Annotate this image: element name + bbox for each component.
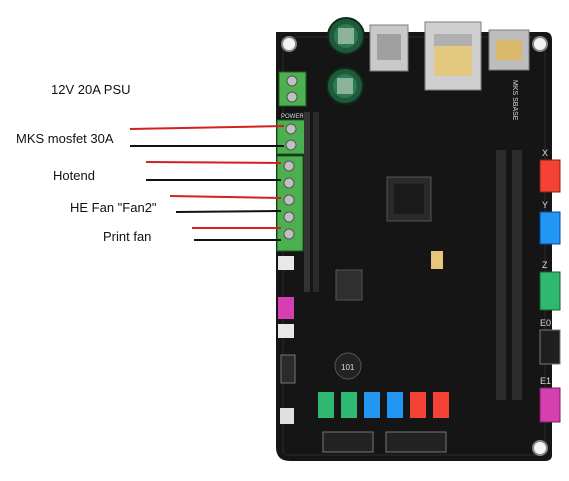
axis-label-y: Y	[542, 200, 548, 210]
mosfet-label: MKS mosfet 30A	[16, 131, 114, 146]
mounting-hole	[281, 36, 297, 52]
motor-connector-e0	[539, 329, 561, 365]
board-name: MKS SBASE	[511, 80, 518, 121]
motor-connector-e1	[539, 387, 561, 423]
motor-connector-x	[539, 159, 561, 193]
hotend-label: Hotend	[53, 168, 95, 183]
chip-label: 101	[341, 363, 355, 372]
axis-label-e1: E1	[540, 376, 551, 386]
motor-connector-y	[539, 211, 561, 245]
axis-label-x: X	[542, 148, 548, 158]
endstop-connectors	[318, 392, 449, 418]
mounting-hole	[532, 36, 548, 52]
print-fan-label: Print fan	[103, 229, 152, 244]
psu-label: 12V 20A PSU	[51, 82, 131, 97]
wires	[129, 125, 285, 241]
ethernet-port-icon	[424, 21, 482, 91]
axis-label-z: Z	[542, 260, 548, 270]
psu-terminal-block	[278, 71, 307, 107]
axis-label-e0: E0	[540, 318, 551, 328]
mounting-hole	[532, 440, 548, 456]
power-label: POWER	[281, 114, 304, 120]
usb-port-icon	[369, 24, 409, 72]
sd-card-slot-icon	[488, 29, 530, 71]
he-fan-label: HE Fan "Fan2"	[70, 200, 157, 215]
electrolytic-capacitor-icon	[326, 67, 364, 105]
mcu-chip	[386, 176, 432, 222]
output-terminal-block	[276, 119, 306, 252]
electrolytic-capacitor-icon	[327, 17, 365, 55]
motor-connector-z	[539, 271, 561, 311]
